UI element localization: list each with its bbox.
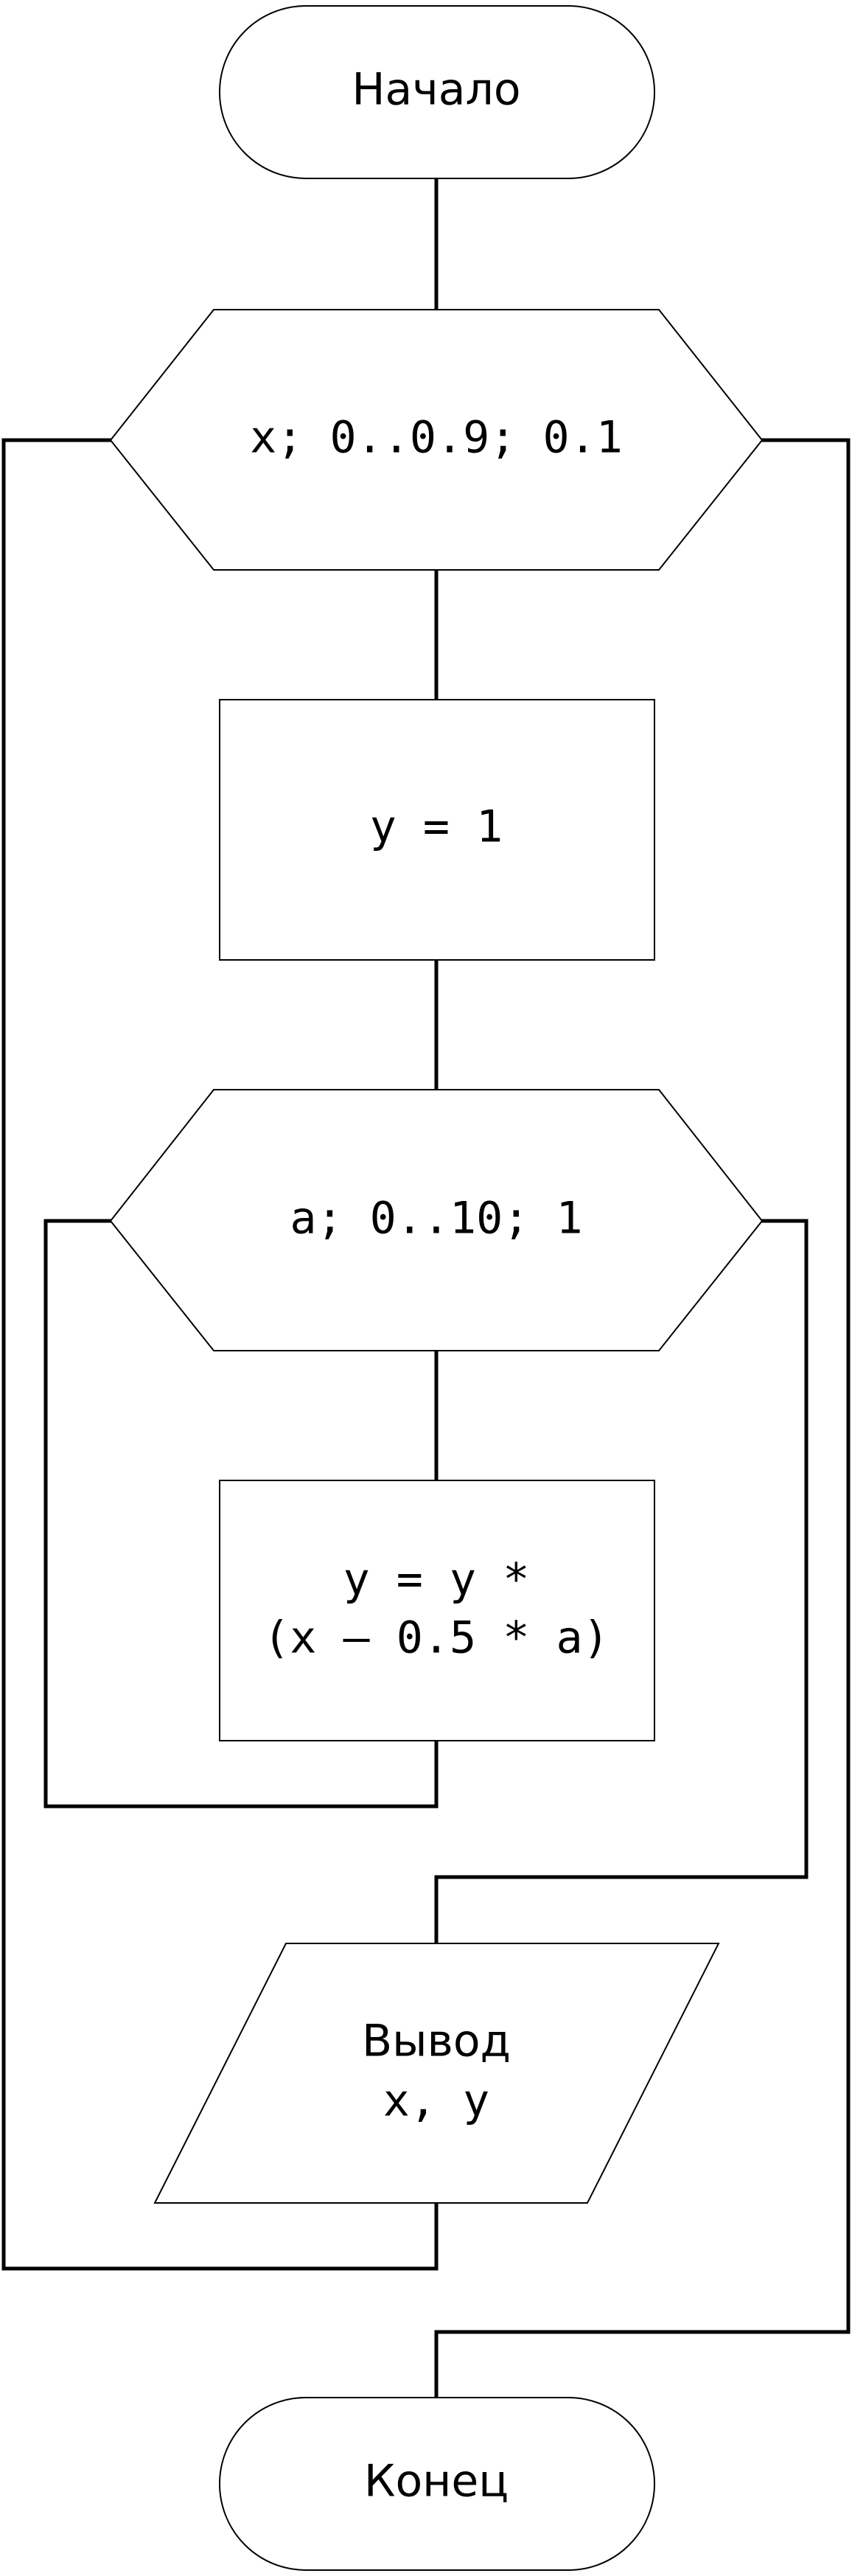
init-process-rect bbox=[219, 699, 655, 961]
outer-loop-return-line bbox=[1, 438, 439, 2271]
outer-loop-label: x; 0..0.9; 0.1 bbox=[250, 412, 623, 464]
end-terminal: Конец bbox=[219, 2397, 655, 2571]
inner-loop-block: a; 0..10; 1 bbox=[109, 1089, 764, 1351]
compute-label-line1: y = y * bbox=[343, 1554, 530, 1606]
end-terminal-shape bbox=[219, 2397, 655, 2571]
end-label: Конец bbox=[364, 2456, 509, 2507]
compute-process-block: y = y * (x – 0.5 * a) bbox=[219, 1480, 655, 1741]
inner-loop-label: a; 0..10; 1 bbox=[290, 1193, 582, 1245]
output-label-line2: x, y bbox=[383, 2075, 490, 2127]
outer-loop-exit-line bbox=[434, 438, 851, 2400]
inner-loop-exit-line bbox=[434, 1219, 809, 1946]
inner-loop-hexagon bbox=[109, 1089, 764, 1351]
inner-loop-return-line bbox=[43, 1219, 439, 1809]
init-process-block: y = 1 bbox=[219, 699, 655, 961]
start-label: Начало bbox=[352, 64, 520, 116]
start-terminal-shape bbox=[219, 5, 655, 179]
compute-label-line2: (x – 0.5 * a) bbox=[263, 1612, 610, 1664]
init-label: y = 1 bbox=[370, 801, 503, 853]
output-label-line1: Вывод bbox=[362, 2016, 511, 2067]
start-terminal: Начало bbox=[219, 5, 655, 179]
output-parallelogram bbox=[153, 1943, 720, 2204]
outer-loop-block: x; 0..0.9; 0.1 bbox=[109, 309, 764, 571]
outer-loop-hexagon bbox=[109, 309, 764, 571]
connectors bbox=[1, 176, 851, 2400]
output-io-block: Вывод x, y bbox=[153, 1943, 720, 2204]
compute-process-rect bbox=[219, 1480, 655, 1741]
